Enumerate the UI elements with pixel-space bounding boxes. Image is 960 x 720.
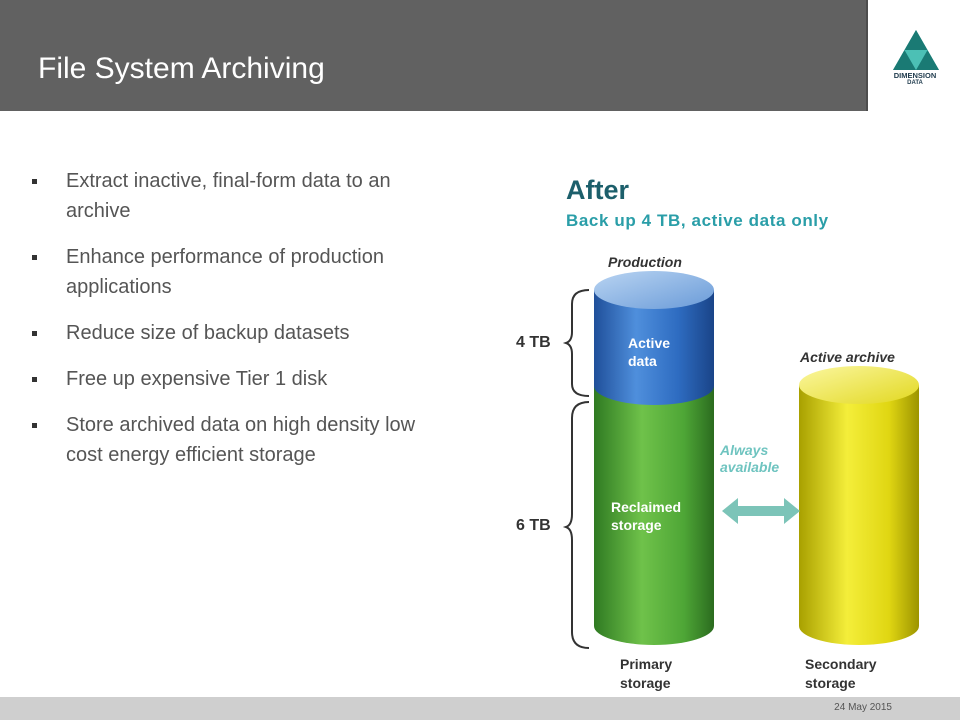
active-archive-label: Active archive bbox=[799, 349, 895, 365]
logo-text-line2: DATA bbox=[907, 80, 923, 86]
bullet-text: Free up expensive Tier 1 disk bbox=[66, 368, 328, 390]
secondary-storage-cylinder bbox=[799, 366, 919, 645]
title-bar: File System Archiving DIMENSION DATA bbox=[0, 0, 960, 111]
reclaimed-storage-label-line2: storage bbox=[611, 517, 662, 533]
bullet-square-icon bbox=[32, 423, 37, 428]
bullet-square-icon bbox=[32, 255, 37, 260]
secondary-cylinder-top bbox=[799, 366, 919, 404]
primary-storage-cylinder bbox=[594, 271, 714, 645]
active-data-label-line2: data bbox=[628, 353, 657, 369]
logo-text-line1: DIMENSION bbox=[893, 71, 937, 80]
active-data-segment bbox=[594, 290, 714, 405]
secondary-storage-label-line1: Secondary bbox=[805, 656, 877, 672]
dimension-data-triangle-logo-icon bbox=[893, 30, 939, 70]
bullet-square-icon bbox=[32, 377, 37, 382]
active-data-label-line1: Active bbox=[628, 335, 670, 351]
lower-brace-icon bbox=[562, 401, 590, 649]
bullet-square-icon bbox=[32, 331, 37, 336]
bullet-item: Store archived data on high density low … bbox=[30, 410, 440, 470]
footer-bar: 24 May 2015 bbox=[0, 697, 960, 720]
upper-brace-icon bbox=[562, 289, 590, 397]
secondary-storage-label-line2: storage bbox=[805, 675, 856, 691]
bullet-item: Extract inactive, final-form data to an … bbox=[30, 166, 440, 226]
bullet-item: Reduce size of backup datasets bbox=[30, 318, 440, 348]
lower-capacity-label: 6 TB bbox=[516, 517, 551, 534]
bullet-item: Enhance performance of production applic… bbox=[30, 242, 440, 302]
bullet-text: Store archived data on high density low … bbox=[66, 414, 416, 466]
bullet-list: Extract inactive, final-form data to an … bbox=[30, 166, 440, 486]
double-arrow-icon bbox=[722, 498, 800, 524]
primary-storage-label-line1: Primary bbox=[620, 656, 672, 672]
reclaimed-storage-segment bbox=[594, 386, 714, 645]
company-logo: DIMENSION DATA bbox=[866, 0, 960, 111]
upper-capacity-label: 4 TB bbox=[516, 334, 551, 351]
bullet-text: Extract inactive, final-form data to an … bbox=[66, 170, 391, 222]
primary-cylinder-top bbox=[594, 271, 714, 309]
bullet-text: Enhance performance of production applic… bbox=[66, 246, 384, 298]
production-label: Production bbox=[608, 254, 682, 270]
after-heading: After bbox=[566, 175, 630, 205]
after-subheading: Back up 4 TB, active data only bbox=[566, 211, 829, 230]
footer-date: 24 May 2015 bbox=[834, 702, 892, 713]
always-available-label-line2: available bbox=[720, 459, 779, 475]
reclaimed-storage-label-line1: Reclaimed bbox=[611, 499, 681, 515]
always-available-label-line1: Always bbox=[719, 442, 768, 458]
bullet-item: Free up expensive Tier 1 disk bbox=[30, 364, 440, 394]
slide-title: File System Archiving bbox=[38, 52, 325, 85]
primary-storage-label-line2: storage bbox=[620, 675, 671, 691]
bullet-square-icon bbox=[32, 179, 37, 184]
bullet-text: Reduce size of backup datasets bbox=[66, 322, 350, 344]
